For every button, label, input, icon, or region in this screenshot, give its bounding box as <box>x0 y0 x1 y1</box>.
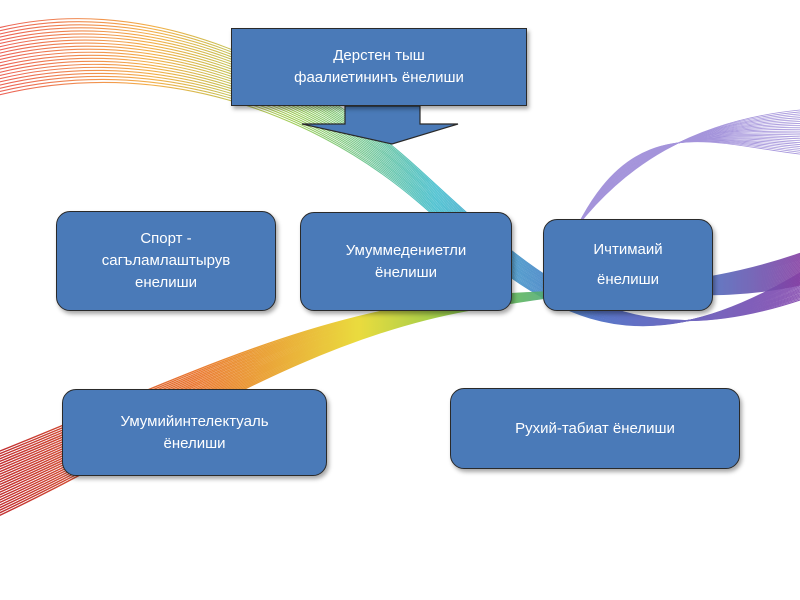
node-intellectual: Умумийинтелектуаль ёнелиши <box>62 389 327 476</box>
node-sport: Спорт - сагъламлаштырув енелиши <box>56 211 276 311</box>
header-line-1: Дерстен тыш <box>333 47 425 64</box>
node-social-line-2: ёнелиши <box>596 271 659 288</box>
header-box: Дерстен тыш фаалиетининъ ёнелиши <box>231 28 527 106</box>
wave-line <box>0 81 800 327</box>
node-spiritual: Рухий-табиат ёнелиши <box>450 388 740 469</box>
node-sport-line-2: сагъламлаштырув <box>101 252 231 269</box>
header-line-2: фаалиетининъ ёнелиши <box>294 69 464 86</box>
node-culture: Умуммедениетли ёнелиши <box>300 212 512 311</box>
node-sport-line-3: енелиши <box>134 274 197 291</box>
node-intellectual-line-2: ёнелиши <box>163 434 226 452</box>
node-spiritual-line-1: Рухий-табиат ёнелиши <box>515 419 675 437</box>
node-culture-line-1: Умуммедениетли <box>345 241 467 259</box>
node-culture-line-2: ёнелиши <box>374 263 437 281</box>
down-arrow-shape <box>301 105 459 145</box>
node-sport-line-1: Спорт - <box>140 230 192 247</box>
node-social-line-1: Ичтимаий <box>593 241 663 258</box>
node-intellectual-line-1: Умумийинтелектуаль <box>120 412 269 430</box>
node-social: Ичтимаий ёнелиши <box>543 219 713 311</box>
wave-line <box>559 141 800 267</box>
